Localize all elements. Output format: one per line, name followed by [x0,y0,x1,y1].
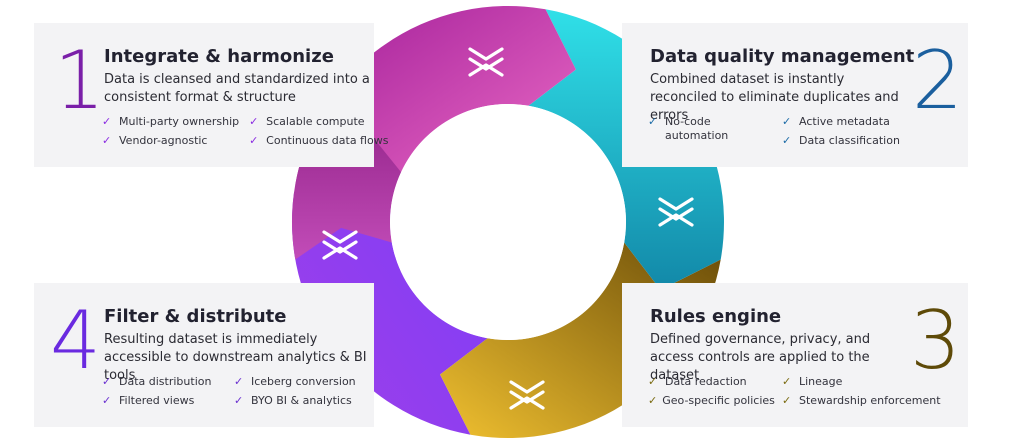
check-list: ✓ Data redaction ✓ Lineage ✓ Geo-specific p… [648,375,941,408]
check-label: Filtered views [119,394,195,407]
check-label: Geo-specific policies [662,394,775,407]
check-label: No-code automation [665,115,729,142]
stage-number: 2 [912,34,963,127]
check-icon: ✓ [648,394,658,407]
stage-number: 4 [50,294,101,387]
check-icon: ✓ [249,115,259,128]
check-item: ✓ Vendor-agnostic [102,134,239,148]
check-label: Scalable compute [266,115,365,128]
stage-title: Data quality management [650,46,915,67]
stage-title: Rules engine [650,306,782,327]
stage-card-1: 1 Integrate & harmonize Data is cleansed… [34,23,388,167]
check-label: Data distribution [119,375,212,388]
check-icon: ✓ [249,134,259,147]
check-icon: ✓ [234,394,244,407]
stage-card-4: 4 Filter & distribute Resulting dataset … [34,283,374,427]
chevron-cross-icon-stage-1 [468,47,504,77]
check-label: Continuous data flows [266,134,389,147]
check-item: ✓ Geo-specific policies [648,394,775,408]
check-icon: ✓ [782,375,792,388]
check-item: ✓ Multi-party ownership [102,115,239,129]
check-item: ✓ Data classification [782,134,900,148]
stage-number: 3 [910,294,961,387]
stage-description: Defined governance, privacy, and access … [650,332,871,383]
check-list: ✓ No-code automation ✓ Active metadata ✓ Da… [648,115,900,148]
check-icon: ✓ [102,134,112,147]
check-item: ✓ Scalable compute [249,115,388,129]
check-item: ✓ Lineage [782,375,941,389]
stage-number: 1 [54,34,105,127]
check-label: Iceberg conversion [251,375,356,388]
check-item: ✓ Filtered views [102,394,224,408]
check-item: ✓ Stewardship enforcement [782,394,941,408]
check-icon: ✓ [234,375,244,388]
check-icon: ✓ [782,115,792,128]
check-icon: ✓ [648,375,658,388]
check-item: ✓ Iceberg conversion [234,375,356,389]
check-list: ✓ Data distribution ✓ Iceberg conversion ✓… [102,375,356,408]
chevron-cross-icon-stage-2 [658,197,694,227]
check-item: ✓ Continuous data flows [249,134,388,148]
check-item: ✓ No-code automation [648,115,768,148]
check-label: Multi-party ownership [119,115,240,128]
arc-segment-4 [291,159,488,435]
check-item: ✓ Data redaction [648,375,770,389]
check-item: ✓ BYO BI & analytics [234,394,356,408]
stage-description: Data is cleansed and standardized into a… [104,72,370,105]
stage-card-2: Data quality management Combined dataset… [622,23,968,167]
check-label: Data redaction [665,375,747,388]
check-item: ✓ Active metadata [782,115,900,129]
stage-description: Resulting dataset is immediately accessi… [104,332,367,383]
check-label: Vendor-agnostic [119,134,208,147]
stage-card-3: Rules engine Defined governance, privacy… [622,283,968,427]
check-label: BYO BI & analytics [251,394,352,407]
stage-title: Filter & distribute [104,306,287,327]
check-icon: ✓ [782,134,792,147]
check-icon: ✓ [102,394,112,407]
stage-description: Combined dataset is instantly reconciled… [650,72,899,123]
check-label: Active metadata [799,115,890,128]
check-icon: ✓ [102,375,112,388]
check-item: ✓ Data distribution [102,375,224,389]
ring-center [390,104,626,340]
check-icon: ✓ [648,115,658,128]
check-label: Data classification [799,134,900,147]
chevron-cross-icon-stage-4 [322,230,358,260]
check-label: Lineage [799,375,843,388]
check-list: ✓ Multi-party ownership ✓ Scalable compute… [102,115,388,148]
check-icon: ✓ [782,394,792,407]
chevron-cross-icon-stage-3 [509,380,545,410]
check-label: Stewardship enforcement [799,394,941,407]
check-icon: ✓ [102,115,112,128]
stage-title: Integrate & harmonize [104,46,334,67]
